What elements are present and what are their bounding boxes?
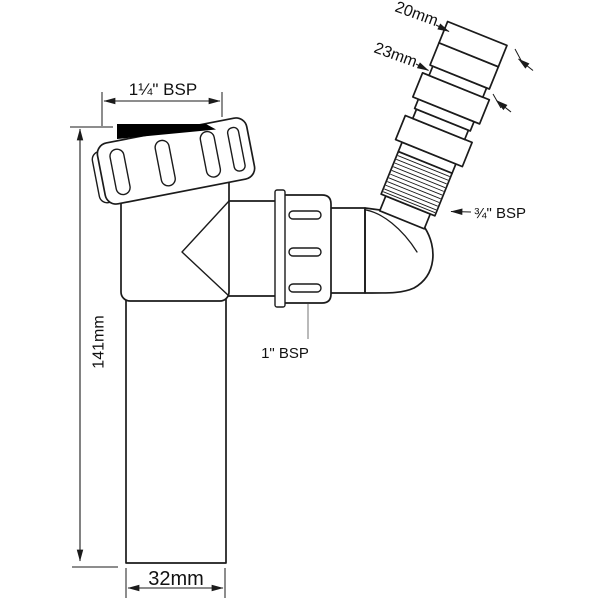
- tail-barb-20mm: [438, 20, 508, 68]
- dimension-hose-large: [415, 62, 512, 113]
- nut-slot: [288, 283, 322, 293]
- dimension-inlet-thread: [101, 92, 223, 126]
- label-pipe-diameter: 32mm: [148, 568, 204, 590]
- nut-slot: [288, 210, 322, 220]
- nut-slot: [109, 148, 131, 196]
- outlet-pipe: [125, 298, 227, 564]
- thread-lines: [382, 155, 450, 214]
- label-overall-height: 141mm: [91, 315, 108, 368]
- inlet-nut: [91, 117, 256, 205]
- hose-tail: [378, 20, 508, 230]
- dimension-hose-small: [435, 23, 534, 71]
- body-crease: [181, 200, 230, 297]
- label-outlet-thread: ¾" BSP: [474, 205, 526, 222]
- nut-slot: [226, 126, 246, 172]
- nut-slot: [199, 130, 222, 178]
- label-inlet-thread: 1¼" BSP: [129, 80, 197, 99]
- nut-slot: [288, 247, 322, 257]
- side-port: [228, 200, 277, 297]
- elbow: [364, 207, 434, 294]
- nut-slot: [154, 139, 176, 187]
- leader-outlet-thread: [450, 208, 472, 216]
- label-hose-small: 20mm: [393, 0, 441, 30]
- elbow-joint: [330, 207, 366, 294]
- elbow-crease: [365, 209, 418, 253]
- seal-washer: [117, 124, 216, 139]
- label-mid-thread: 1" BSP: [261, 345, 309, 362]
- dimension-overall-height: [70, 126, 118, 568]
- label-hose-large: 23mm: [372, 40, 420, 71]
- nut-flange: [274, 189, 286, 308]
- dimension-pipe-diameter: [125, 568, 226, 598]
